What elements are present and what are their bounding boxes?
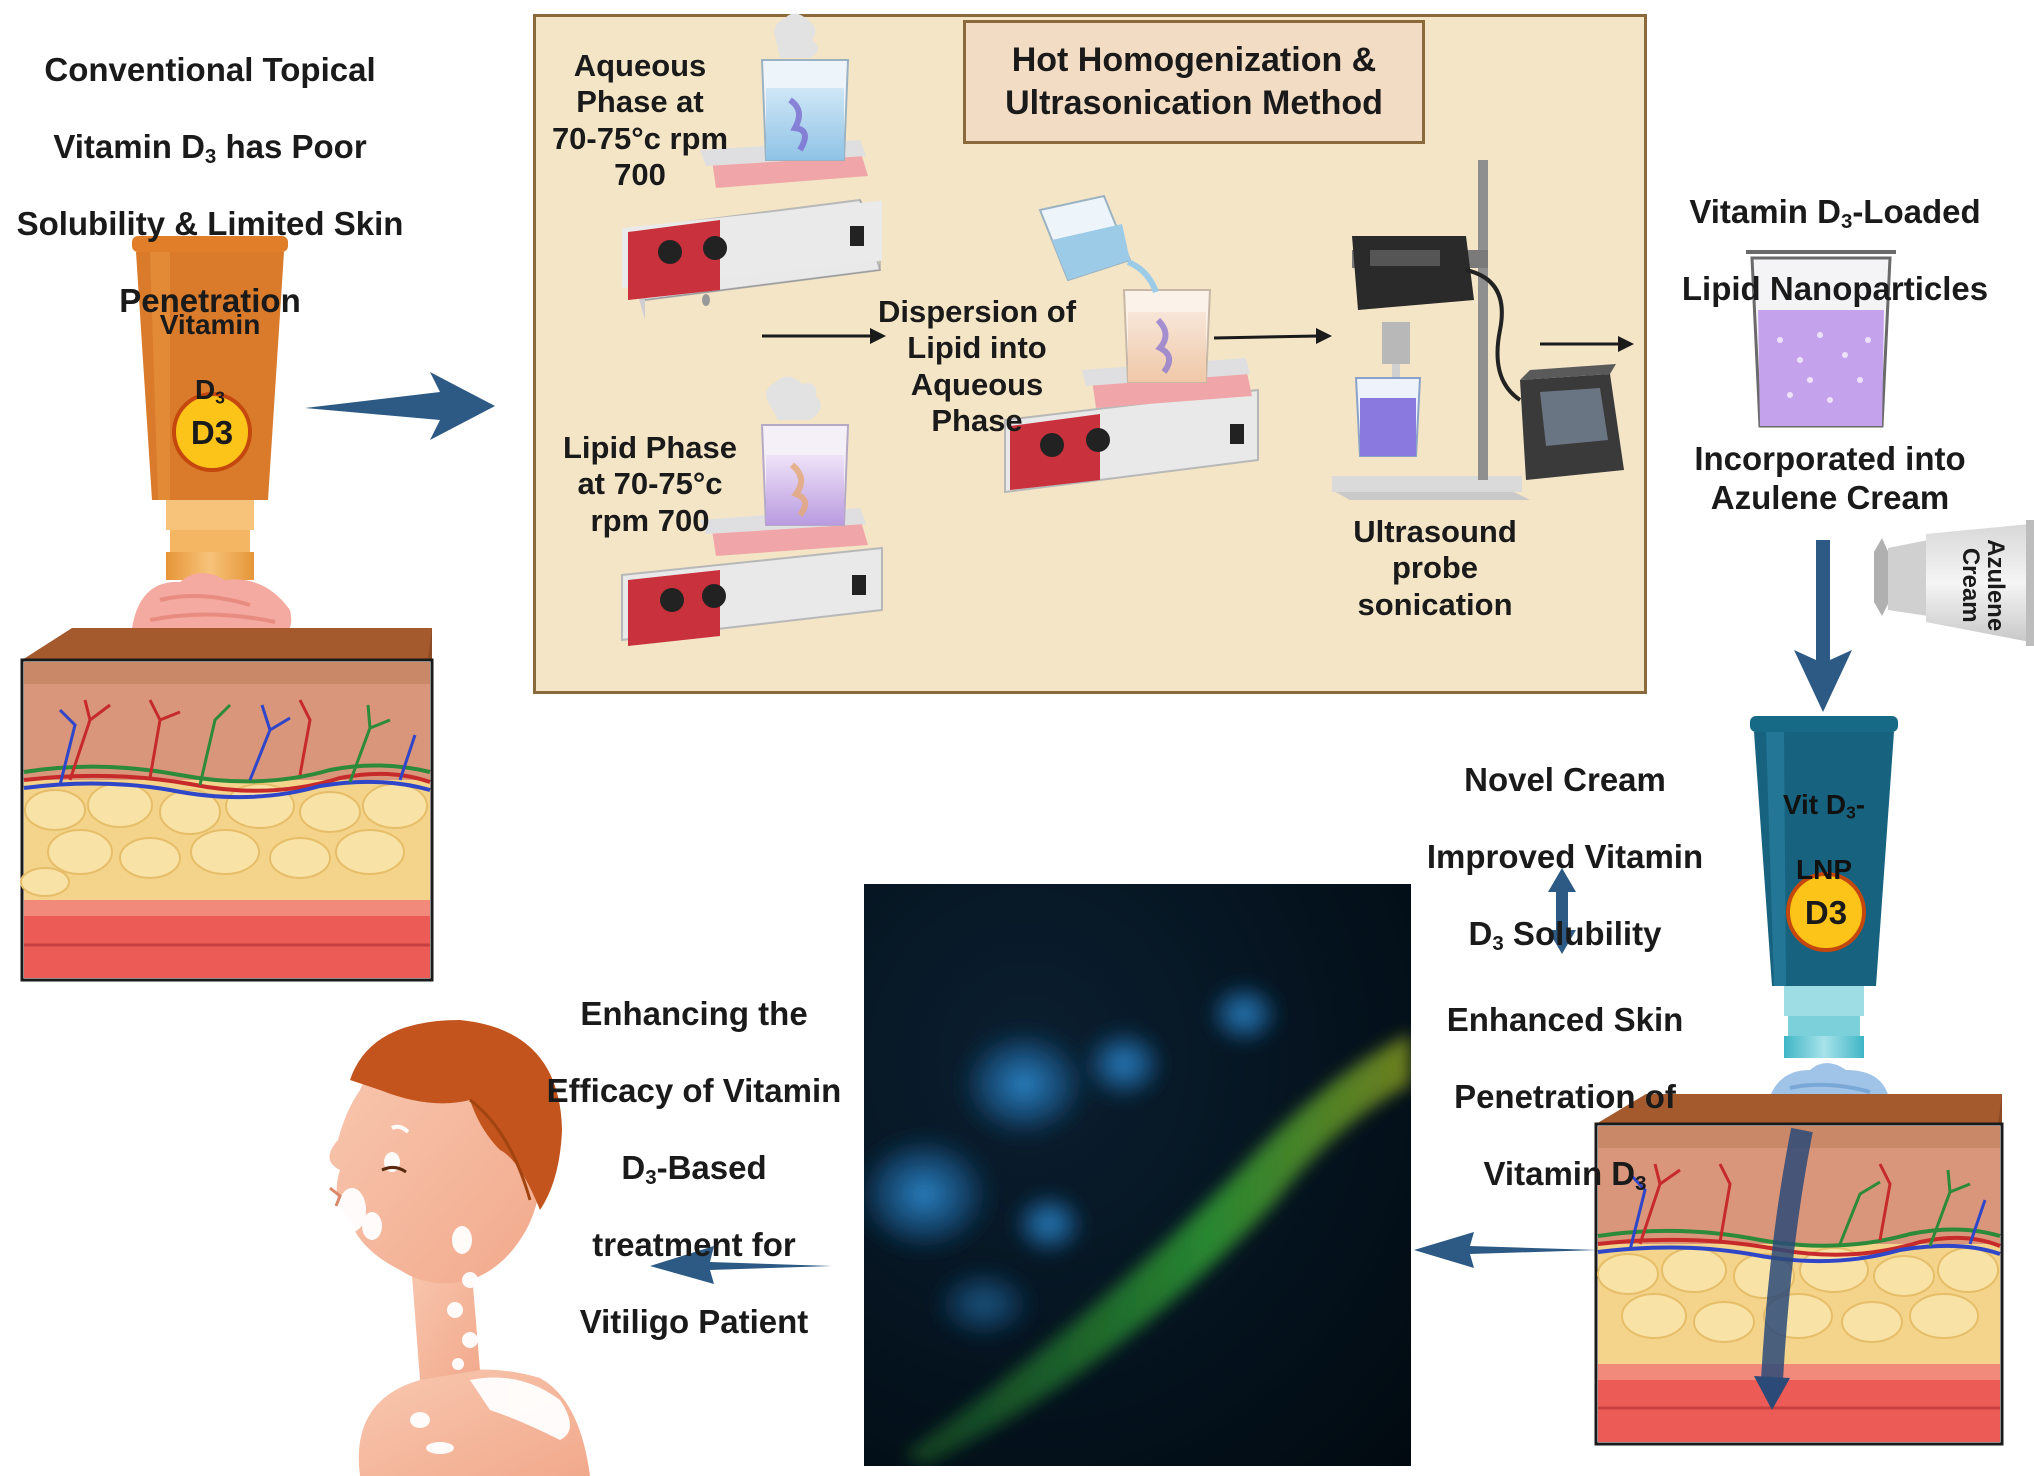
arrow-to-process-icon (305, 372, 495, 440)
efficacy-label: Enhancing the Efficacy of Vitamin D3-Bas… (524, 956, 864, 1342)
novel-cream-line3a: D (1468, 915, 1493, 953)
problem-title-line2a: Vitamin D (53, 127, 205, 165)
lnp-tube-label: Vit D3- LNP (1756, 756, 1892, 887)
vitiligo-patient-icon (329, 1020, 590, 1476)
arrow-to-patient-icon (650, 1246, 832, 1284)
azulene-cream-tube-icon (1874, 520, 2034, 646)
method-title: Hot Homogenization & Ultrasonication Met… (1005, 41, 1383, 122)
sonication-label: Ultrasound probe sonication (1353, 514, 1517, 622)
arrow-to-micrograph-icon (1414, 1232, 1598, 1268)
enhanced-penetration-label: Enhanced Skin Penetration of Vitamin D3 (1410, 962, 1720, 1194)
enhanced-penetration-line3a: Vitamin D (1483, 1155, 1636, 1193)
d3-badge-icon (172, 392, 252, 472)
conventional-tube-label-line1: Vitamin (159, 308, 261, 340)
micrograph-graphic (864, 979, 1411, 1466)
aqueous-phase-label: Aqueous Phase at 70-75°c rpm 700 (551, 48, 729, 192)
lnp-title-line1a: Vitamin D (1689, 192, 1841, 230)
conventional-badge-text: D3 (190, 414, 234, 451)
lnp-title-sub: 3 (1840, 209, 1853, 233)
lnp-beaker-icon (1746, 250, 1896, 428)
skin-cross-section-right (1594, 1094, 2004, 1446)
lnp-badge-text: D3 (1804, 894, 1848, 931)
novel-cream-sub: 3 (1492, 932, 1504, 956)
efficacy-sub: 3 (645, 1166, 657, 1190)
hotplate-stirrer-aqueous-icon (622, 140, 882, 320)
problem-title-sub: 3 (204, 144, 217, 168)
incorporated-label: Incorporated into Azulene Cream (1694, 440, 1966, 516)
efficacy-line1: Enhancing the (580, 994, 808, 1032)
efficacy-line4: treatment for (592, 1226, 796, 1264)
enhanced-penetration-line2: Penetration of (1454, 1077, 1676, 1115)
efficacy-line3a: D (621, 1149, 646, 1187)
lnp-tube-label-sub: 3 (1846, 802, 1856, 823)
efficacy-line5: Vitiligo Patient (579, 1303, 809, 1341)
lnp-tube-label-line2: LNP (1796, 854, 1852, 886)
d3-badge-lnp-icon (1786, 872, 1866, 952)
problem-title-line1: Conventional Topical (44, 50, 376, 88)
lnp-title: Vitamin D3-Loaded Lipid Nanoparticles (1640, 154, 2030, 308)
novel-cream-label: Novel Cream Improved Vitamin D3 Solubili… (1400, 722, 1730, 954)
pouring-beaker-icon (1038, 194, 1159, 294)
problem-title: Conventional Topical Vitamin D3 has Poor… (0, 12, 420, 321)
method-title-box: Hot Homogenization & Ultrasonication Met… (963, 20, 1425, 144)
novel-cream-line2: Improved Vitamin (1426, 837, 1704, 875)
enhanced-penetration-sub: 3 (1635, 1172, 1647, 1196)
arrow-down-to-tube-icon (1794, 540, 1852, 712)
lnp-title-line2: Lipid Nanoparticles (1681, 269, 1989, 307)
lnp-title-line1b: -Loaded (1852, 192, 1981, 230)
lnp-tube (1750, 716, 1898, 1058)
cream-blob-icon (131, 572, 292, 640)
novel-cream-line1: Novel Cream (1464, 760, 1666, 798)
efficacy-line2: Efficacy of Vitamin (546, 1071, 842, 1109)
novel-cream-line3b: Solubility (1503, 915, 1662, 953)
conventional-tube-label: Vitamin D3 (140, 276, 280, 407)
double-arrow-icon (1548, 868, 1576, 954)
problem-title-line3: Solubility & Limited Skin (16, 205, 404, 243)
dispersion-label: Dispersion of Lipid into Aqueous Phase (877, 294, 1077, 438)
conventional-tube (132, 236, 288, 580)
conventional-tube-label-sub: 3 (215, 387, 225, 408)
skin-cross-section-left (20, 628, 434, 982)
arrow-to-dispersion-icon (870, 328, 886, 344)
ultrasonic-probe-icon (1332, 160, 1624, 500)
azulene-tube-label: Azulene Cream (1957, 539, 2010, 632)
problem-title-line4: Penetration (119, 282, 301, 320)
arrow-to-lnp-icon (1618, 336, 1634, 352)
enhanced-penetration-line1: Enhanced Skin (1446, 1000, 1684, 1038)
lnp-tube-label-line1a: Vit D (1782, 788, 1847, 820)
beaker-lipid-icon (760, 376, 850, 526)
arrow-to-sonication-icon (1316, 328, 1332, 344)
lipid-phase-label: Lipid Phase at 70-75°c rpm 700 (563, 430, 737, 538)
beaker-dispersion-icon (1122, 289, 1212, 383)
efficacy-line3b: -Based (656, 1149, 767, 1187)
lnp-tube-label-line1b: - (1855, 788, 1866, 820)
hotplate-stirrer-lipid-icon (621, 508, 883, 646)
problem-title-line2b: has Poor (216, 127, 367, 165)
fluorescence-micrograph (864, 884, 1411, 1466)
conventional-tube-label-d: D (195, 374, 216, 406)
beaker-aqueous-icon (760, 13, 850, 161)
